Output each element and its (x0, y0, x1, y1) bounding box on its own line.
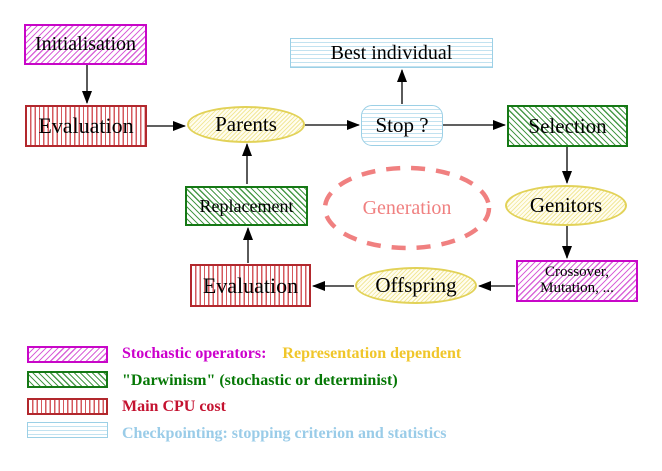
legend-label-representation-dependent: Representation dependent (282, 345, 462, 362)
node-selection: Selection (507, 105, 628, 147)
node-selection-label: Selection (528, 113, 607, 138)
legend-swatch-checkpointing (27, 422, 108, 438)
node-initialisation-label: Initialisation (34, 33, 137, 55)
node-replacement-label: Replacement (199, 195, 294, 216)
node-stop: Stop ? (361, 105, 443, 146)
node-initialisation: Initialisation (24, 24, 147, 65)
node-evaluation-bottom-label: Evaluation (202, 272, 299, 298)
legend-label-stochastic-operators: Stochastic operators: (122, 345, 267, 362)
legend-row-darwinism: "Darwinism" (stochastic or determinist) (122, 372, 398, 390)
node-evaluation-top-label: Evaluation (38, 113, 134, 139)
node-evaluation-bottom: Evaluation (190, 264, 311, 307)
node-best-individual: Best individual (290, 38, 493, 68)
node-crossover-label-line1: Crossover, (545, 264, 609, 281)
legend-swatch-cpu (27, 398, 108, 415)
node-genitors: Genitors (505, 185, 627, 226)
generation-label-text: Generation (362, 196, 452, 219)
node-evaluation-top: Evaluation (25, 105, 147, 147)
node-genitors-label: Genitors (529, 193, 603, 218)
node-stop-label: Stop ? (375, 113, 429, 138)
node-crossover-label-line2: Mutation, ... (540, 280, 614, 296)
legend-swatch-darwinism (27, 371, 108, 388)
node-offspring: Offspring (355, 267, 477, 304)
node-offspring-label: Offspring (375, 273, 457, 298)
generation-label: Generation (325, 168, 489, 248)
legend-row-checkpointing: Checkpointing: stopping criterion and st… (122, 425, 446, 443)
legend-swatch-stochastic (27, 346, 108, 363)
legend-row-stochastic: Stochastic operators: Representation dep… (122, 345, 461, 363)
legend-row-cpu: Main CPU cost (122, 398, 226, 416)
node-best-individual-label: Best individual (330, 41, 453, 64)
node-replacement: Replacement (185, 186, 308, 226)
node-parents-label: Parents (215, 112, 277, 137)
legend-label-checkpointing: Checkpointing: stopping criterion and st… (122, 425, 447, 442)
node-parents: Parents (187, 106, 305, 143)
node-crossover-mutation: Crossover, Mutation, ... (516, 260, 638, 302)
legend-label-cpu-cost: Main CPU cost (122, 398, 226, 415)
legend-label-darwinism: "Darwinism" (stochastic or determinist) (122, 372, 398, 389)
